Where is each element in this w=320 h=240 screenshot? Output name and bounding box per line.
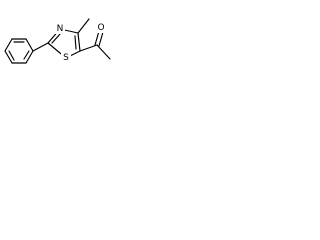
oxygen-label-bg xyxy=(96,23,106,33)
thiazole-double-c2-n3 xyxy=(51,32,62,44)
phenyl-bond-2 xyxy=(4,50,13,64)
phenyl-bond-4 xyxy=(25,50,34,64)
thiazole-double-c4-c5 xyxy=(74,35,77,50)
phenyl-bond-1 xyxy=(4,38,13,52)
phenyl-double-1 xyxy=(8,50,15,61)
oxygen-label: O xyxy=(97,23,104,33)
acetyl-carbonyl-oxygen-bond xyxy=(94,30,100,46)
phenyl-ring xyxy=(4,38,34,64)
sulfur-label-bg xyxy=(61,53,71,63)
thiazole-bond-c4-c5 xyxy=(77,32,81,52)
sulfur-label: S xyxy=(63,53,69,63)
phenyl-thiazole-bond xyxy=(32,42,49,52)
molecule-structure: N S O xyxy=(4,18,111,64)
acetyl-carbonyl-methyl-bond xyxy=(96,44,111,60)
phenyl-bond-5 xyxy=(25,38,34,52)
structure-canvas: N S O xyxy=(0,0,123,79)
acetyl-carbonyl-oxygen-double xyxy=(98,31,104,47)
acetyl-group xyxy=(79,30,111,60)
acetyl-c5-carbonyl-bond xyxy=(79,44,98,52)
atom-labels: N S O xyxy=(55,23,106,63)
phenyl-double-2 xyxy=(23,50,30,60)
nitrogen-label-bg xyxy=(55,24,65,34)
methyl-bond xyxy=(77,18,90,34)
nitrogen-label: N xyxy=(57,24,64,34)
